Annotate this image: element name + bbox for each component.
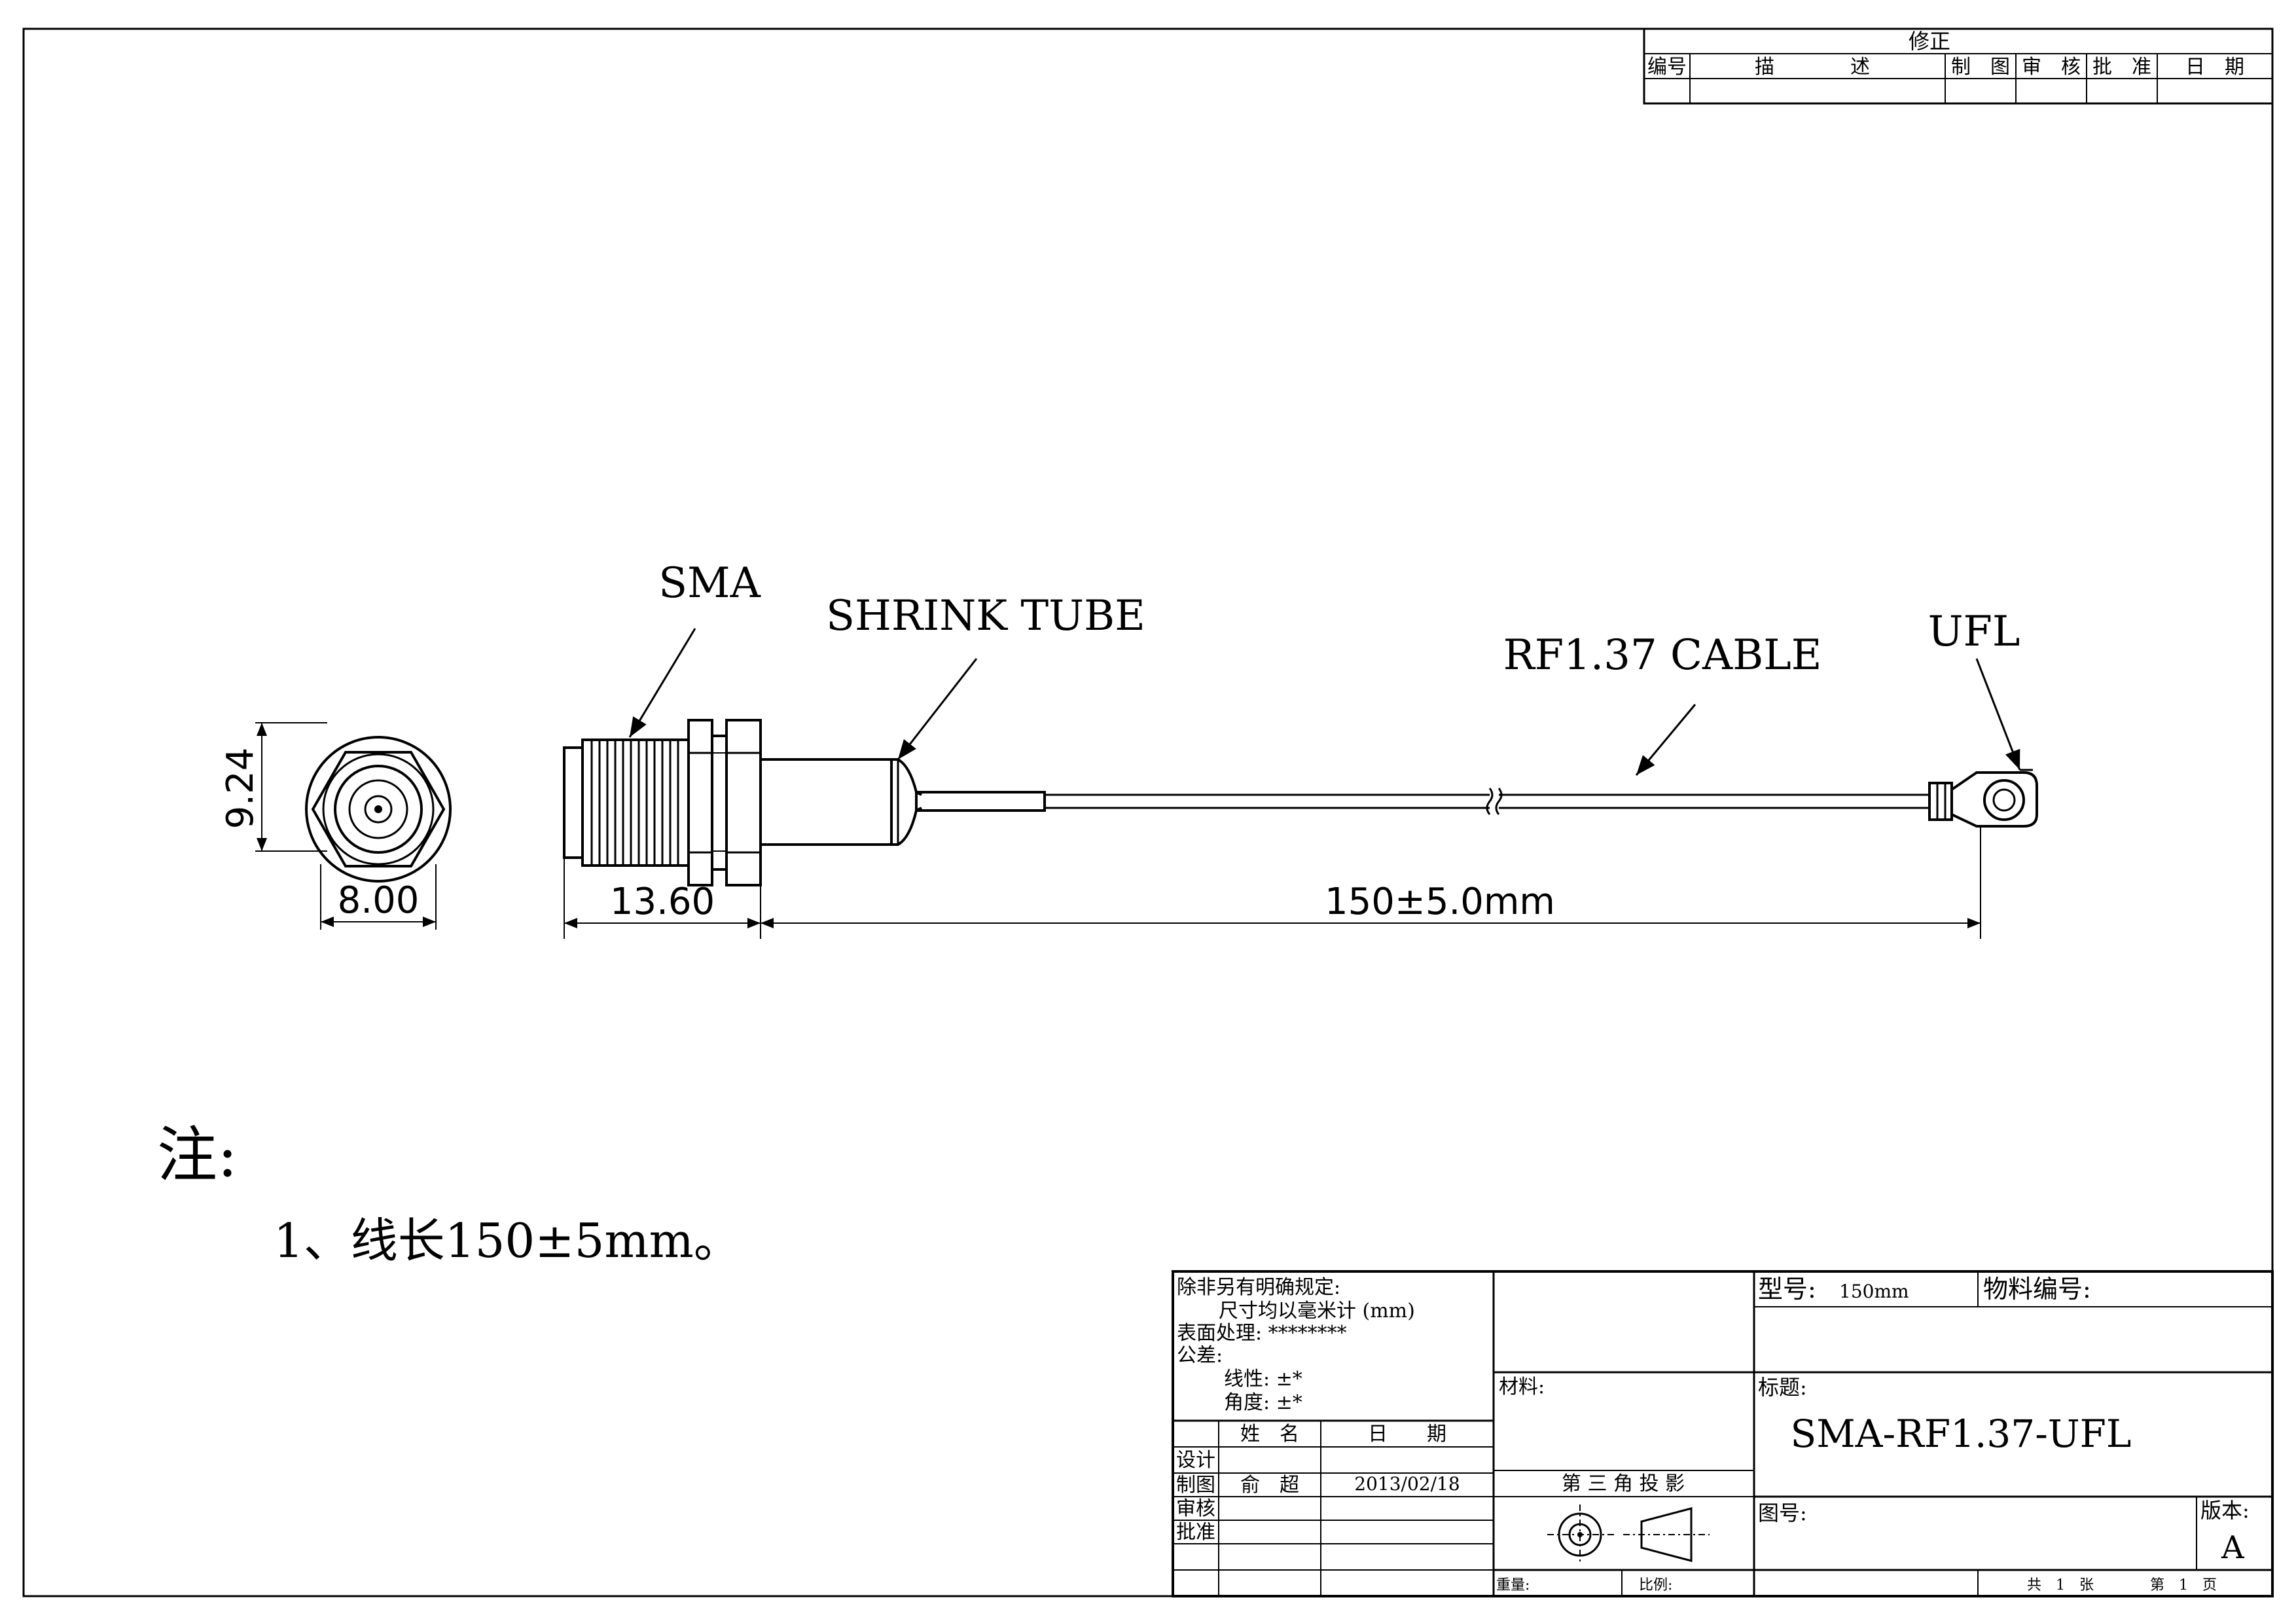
dim-height-label: 9.24 (219, 748, 262, 830)
dim-cable-length-label: 150±5.0mm (1325, 881, 1555, 923)
weight-label: 重量: (1496, 1577, 1530, 1594)
spec-line-4: 公差: (1177, 1344, 1223, 1367)
spec-line-5: 线性: ±* (1224, 1368, 1302, 1391)
length-dimensions (564, 826, 1981, 939)
title-label: 标题: (1758, 1375, 1807, 1400)
version-value: A (2221, 1529, 2245, 1566)
spec-line-2: 尺寸均以毫米计 (mm) (1219, 1300, 1415, 1322)
col-name: 姓 名 (1240, 1423, 1299, 1446)
row-approve: 批准 (1176, 1521, 1215, 1544)
revision-table: 修正 编号 描 述 制 图 审 核 批 准 日 期 (1643, 27, 2274, 105)
projection-label: 第 三 角 投 影 (1562, 1472, 1685, 1495)
third-angle-projection-icon (1547, 1504, 1710, 1565)
spec-line-1: 除非另有明确规定: (1177, 1276, 1340, 1299)
title-value: SMA-RF1.37-UFL (1791, 1412, 2132, 1456)
revision-title: 修正 (1909, 29, 1950, 54)
sma-connector-side-view (563, 719, 1046, 886)
spec-line-6: 角度: ±* (1224, 1391, 1302, 1414)
title-block (1172, 1270, 2274, 1597)
sheet-no: 第 1 页 (2150, 1577, 2217, 1594)
rf-cable (1045, 788, 1929, 815)
label-cable: RF1.37 CABLE (1503, 631, 1822, 680)
version-label: 版本: (2200, 1498, 2250, 1523)
spec-line-3: 表面处理: ******** (1177, 1322, 1347, 1345)
material-label: 材料: (1499, 1376, 1545, 1398)
row-design: 设计 (1176, 1449, 1215, 1472)
row-review: 审核 (1176, 1497, 1215, 1520)
drawn-date: 2013/02/18 (1354, 1473, 1460, 1495)
revision-col-review: 审 核 (2022, 56, 2081, 79)
sheet-total: 共 1 张 (2027, 1577, 2094, 1594)
revision-col-desc-a: 描 (1755, 56, 1774, 79)
label-sma: SMA (658, 559, 761, 608)
drawing-no-label: 图号: (1758, 1501, 1807, 1525)
label-ufl: UFL (1928, 608, 2020, 656)
ufl-connector (1928, 769, 2038, 828)
model-label: 型号: (1758, 1275, 1816, 1304)
revision-col-approve: 批 准 (2092, 56, 2151, 79)
dim-sma-length-label: 13.60 (610, 881, 715, 923)
drawing-border (22, 27, 2274, 1597)
revision-col-drawn: 制 图 (1951, 56, 2010, 79)
drawn-name: 俞 超 (1240, 1474, 1299, 1497)
revision-col-date: 日 期 (2185, 56, 2244, 79)
revision-col-no: 编号 (1647, 56, 1687, 79)
revision-col-desc-b: 述 (1850, 56, 1870, 79)
scale-label: 比例: (1639, 1577, 1672, 1594)
col-date: 日 期 (1368, 1423, 1446, 1446)
label-shrink-tube: SHRINK TUBE (826, 592, 1145, 640)
model-value: 150mm (1839, 1281, 1909, 1302)
dim-width-label: 8.00 (338, 879, 420, 922)
row-drawn: 制图 (1176, 1474, 1215, 1497)
leader-lines (628, 628, 2021, 776)
sma-end-view (255, 722, 452, 930)
part-no-label: 物料编号: (1983, 1275, 2091, 1304)
notes-item-1: 1、线长150±5mm。 (274, 1213, 741, 1268)
notes-heading: 注: (157, 1120, 238, 1190)
